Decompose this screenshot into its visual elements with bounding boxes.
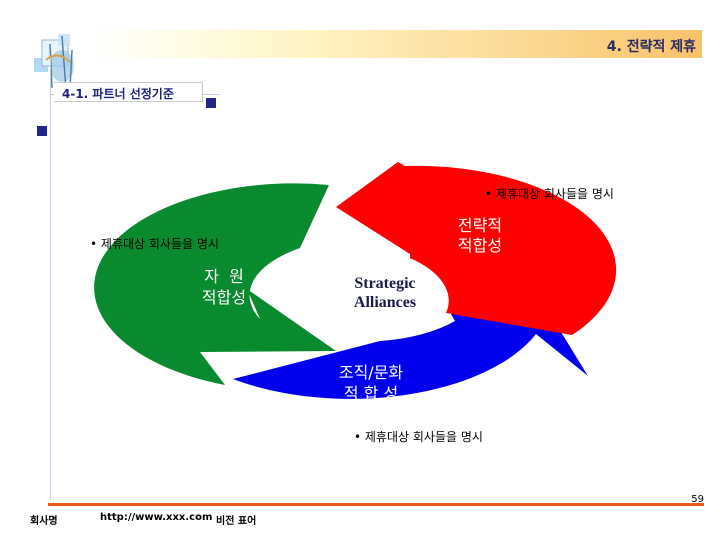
center-label: Strategic Alliances <box>330 274 440 312</box>
page-number: 59 <box>691 494 704 505</box>
center-label-line: Strategic <box>354 275 416 292</box>
header-band <box>90 30 702 58</box>
decorative-logo-icon <box>34 34 74 91</box>
decorative-square-icon <box>206 98 216 108</box>
bullet-top-right: • 제휴대상 회사들을 명시 <box>485 187 614 201</box>
section-title: 4-1. 파트너 선정기준 <box>62 87 174 101</box>
footer-company: 회사명 <box>30 516 58 527</box>
bullet-bottom: • 제휴대상 회사들을 명시 <box>354 430 483 444</box>
red-label-line: 전략적 <box>457 216 503 235</box>
subtitle-box <box>54 82 203 102</box>
green-segment-label: 자 원 적합성 <box>186 266 262 308</box>
footer-divider <box>48 503 704 506</box>
blue-arrow <box>233 306 588 399</box>
bullet-left: • 제휴대상 회사들을 명시 <box>90 237 219 251</box>
red-arrow <box>336 162 617 335</box>
footer-url[interactable]: http://www.xxx.com <box>100 512 213 523</box>
blue-segment-label: 조직/문화 적 합 성 <box>316 362 426 404</box>
red-segment-label: 전략적 적합성 <box>440 216 520 256</box>
blue-label-line: 적 합 성 <box>343 384 399 403</box>
red-label-line: 적합성 <box>457 236 503 255</box>
blue-label-line: 조직/문화 <box>338 363 404 382</box>
decorative-square-icon <box>37 126 47 136</box>
frame-vertical-line <box>50 58 51 500</box>
green-arrow <box>94 183 336 385</box>
footer-label: 비전 표어 <box>216 516 257 527</box>
green-label-line: 자 원 <box>204 267 244 286</box>
center-label-line: Alliances <box>353 294 417 311</box>
green-label-line: 적합성 <box>201 288 247 307</box>
header-title: 4. 전략적 제휴 <box>606 39 696 55</box>
